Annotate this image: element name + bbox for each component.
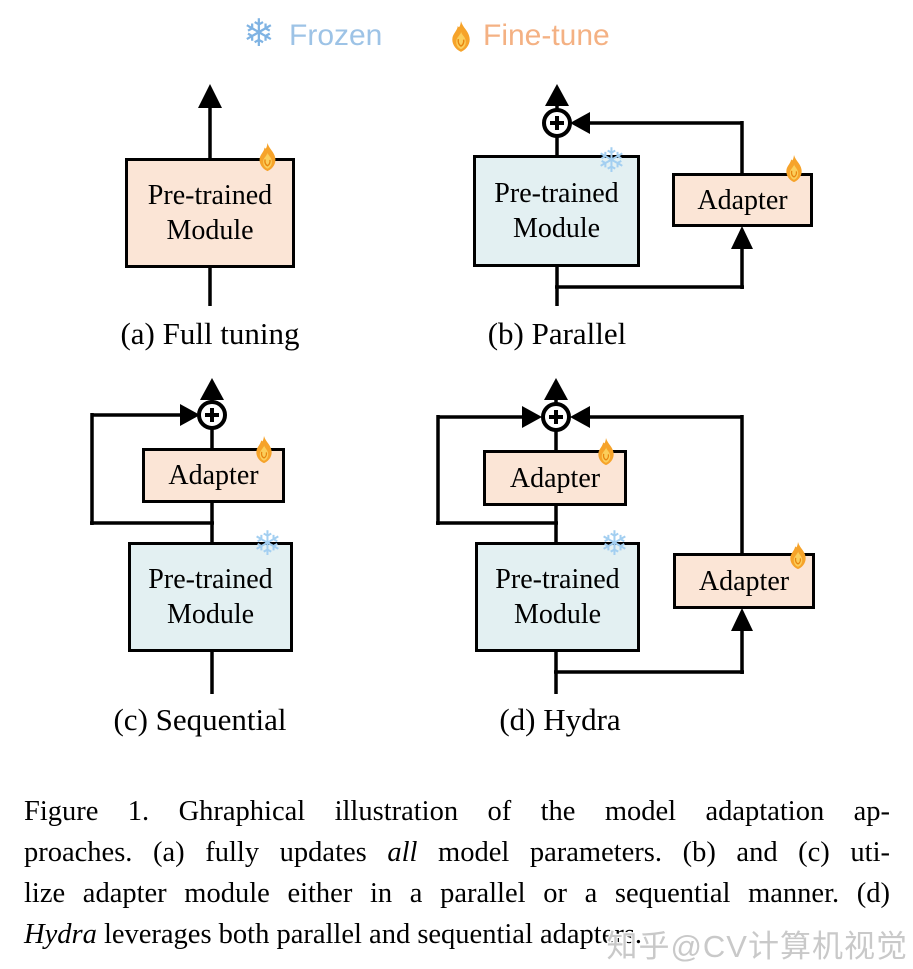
flame-icon: [789, 541, 807, 570]
pretrained-module-label: Pre-trained Module: [494, 178, 619, 244]
snowflake-icon: ❄: [253, 524, 282, 564]
panel-d-caption: (d) Hydra: [499, 702, 621, 737]
panel-a-caption: (a) Full tuning: [120, 316, 300, 351]
figure-caption: Figure 1. Ghraphical illustration of the…: [24, 791, 890, 955]
legend-frozen-label: Frozen: [289, 19, 383, 52]
panel-b-adapter-box: Adapter: [672, 173, 813, 227]
flame-icon: [258, 142, 277, 172]
flame-icon: [451, 20, 471, 53]
figure-caption-line-4: Hydra leverages both parallel and sequen…: [24, 919, 643, 950]
pretrained-module-label: Pre-trained Module: [148, 564, 273, 630]
adapter-label: Adapter: [509, 462, 601, 494]
panel-c-pretrained-module-box: Pre-trained Module: [128, 542, 293, 652]
figure-caption-line-3: lize adapter module either in a parallel…: [24, 878, 890, 909]
flame-icon: [597, 437, 615, 466]
pretrained-module-label: Pre-trained Module: [495, 564, 620, 630]
panel-b-pretrained-module-box: Pre-trained Module: [473, 155, 640, 267]
panel-d-arrows: [436, 378, 753, 694]
panel-c-caption: (c) Sequential: [113, 702, 287, 737]
figure-caption-line-1: Figure 1. Ghraphical illustration of the…: [24, 796, 890, 827]
panel-a-arrows: [198, 84, 222, 306]
zhihu-watermark: 知乎@CV计算机视觉: [606, 929, 908, 964]
flame-icon: [255, 435, 273, 464]
panel-a-pretrained-module-box: Pre-trained Module: [125, 158, 295, 268]
figure-caption-line-2: proaches. (a) fully updates all model pa…: [24, 837, 890, 868]
adapter-label: Adapter: [698, 565, 790, 597]
snowflake-icon: ❄: [597, 141, 626, 181]
panel-d-pretrained-module-box: Pre-trained Module: [475, 542, 640, 652]
legend-finetune-label: Fine-tune: [483, 19, 610, 52]
adapter-label: Adapter: [697, 184, 788, 216]
flame-icon: [785, 154, 803, 183]
model-adaptation-diagram: Pre-trained Module (a) Full tuning Pre-t…: [90, 84, 815, 737]
panel-b-caption: (b) Parallel: [487, 316, 627, 351]
panel-c-adapter-box: Adapter: [142, 448, 285, 503]
snowflake-icon: ❄: [243, 11, 275, 55]
legend: ❄ Frozen Fine-tune: [0, 0, 913, 62]
panel-b-arrows: [542, 84, 753, 306]
snowflake-icon: ❄: [600, 524, 629, 564]
adapter-label: Adapter: [168, 460, 259, 491]
pretrained-module-label: Pre-trained Module: [147, 180, 273, 246]
diagram-lines-layer: [90, 84, 753, 694]
panel-c-arrows: [90, 378, 227, 694]
